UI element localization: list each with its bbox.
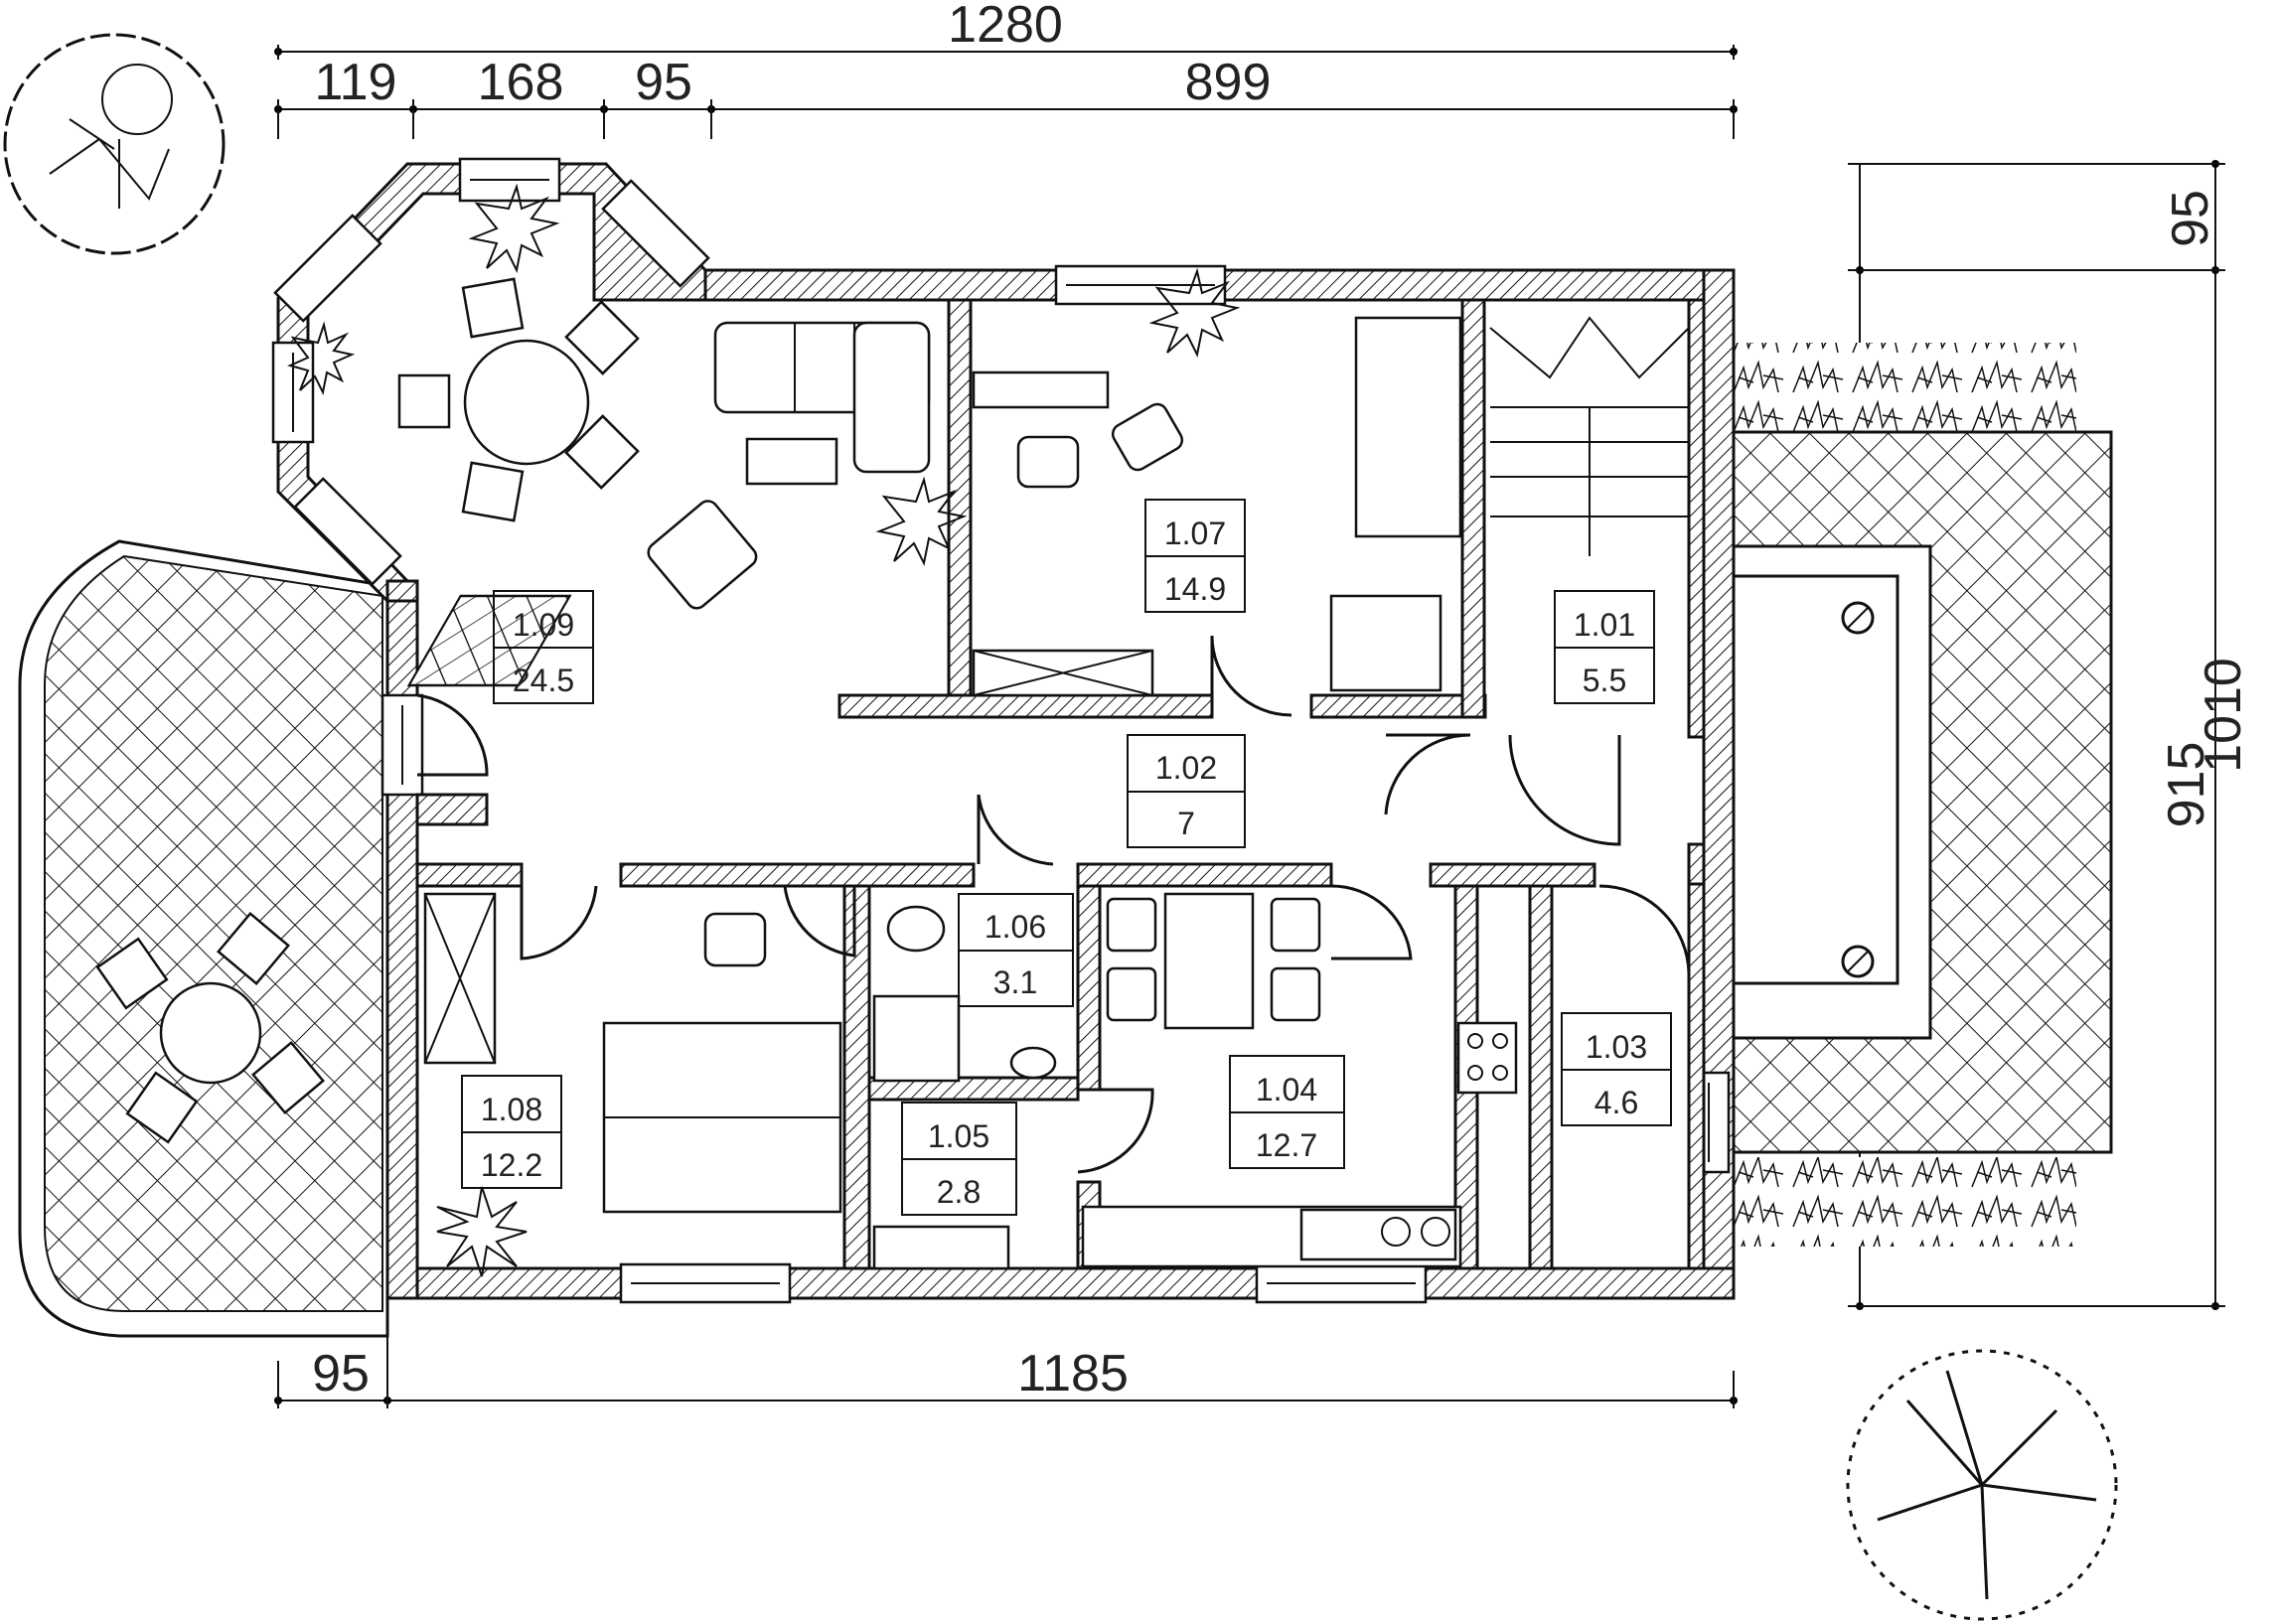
desk-counter [972, 370, 1110, 409]
bath-sink [1009, 1046, 1057, 1080]
right-garden-bottom [1734, 1157, 2076, 1247]
staircase [1489, 316, 1690, 556]
bed-107 [1354, 316, 1462, 538]
shower-tray [872, 994, 961, 1083]
toilet [886, 905, 946, 953]
room-101-id: 1.01 [1574, 607, 1635, 643]
dim-top-seg-1: 119 [315, 54, 397, 111]
dimension-top-segments: 119 168 95 899 [274, 54, 1738, 139]
room-108-area: 12.2 [481, 1147, 542, 1183]
room-102-id: 1.02 [1155, 750, 1217, 786]
dim-top-seg-4: 899 [1185, 54, 1272, 111]
room-109-area: 24.5 [513, 663, 574, 698]
room-103-area: 4.6 [1594, 1085, 1638, 1120]
room-106-id: 1.06 [985, 909, 1046, 945]
right-terrace-pool [1732, 544, 1932, 1040]
room-106-area: 3.1 [993, 964, 1037, 1000]
room-105-area: 2.8 [937, 1174, 981, 1210]
room-102-area: 7 [1177, 806, 1195, 841]
left-terrace-paving [44, 554, 383, 1312]
dim-right-total-label: 1010 [2195, 658, 2252, 773]
room-label-108: 1.08 12.2 [461, 1075, 562, 1189]
fireplace [406, 594, 572, 687]
room-109-id: 1.09 [513, 607, 574, 643]
room-103-id: 1.03 [1586, 1029, 1647, 1065]
dim-top-seg-2: 168 [478, 54, 564, 111]
interior-walls [415, 298, 1706, 1270]
room-label-102: 1.02 7 [1127, 734, 1246, 848]
room-label-103: 1.03 4.6 [1561, 1012, 1672, 1126]
room-label-105: 1.05 2.8 [901, 1102, 1017, 1216]
room-107-area: 14.9 [1164, 571, 1226, 607]
shrub-icon [3, 33, 226, 255]
potted-plant-icons [287, 183, 1241, 1277]
room-label-106: 1.06 3.1 [958, 893, 1074, 1007]
dining-table-set [397, 277, 640, 522]
tree-icon [1846, 1349, 2118, 1621]
dim-top-seg-3: 95 [635, 54, 692, 111]
room-107-id: 1.07 [1164, 516, 1226, 551]
room-108-id: 1.08 [481, 1092, 542, 1127]
dim-right-top-label: 95 [2162, 190, 2219, 247]
exterior-walls [276, 162, 1736, 1300]
coffee-table [745, 437, 838, 486]
dim-top-total-label: 1280 [948, 0, 1063, 54]
room-104-id: 1.04 [1256, 1072, 1317, 1107]
room-101-area: 5.5 [1583, 663, 1626, 698]
dim-right-inner-label: 915 [2158, 742, 2215, 828]
desk-chair-108 [703, 912, 767, 967]
dimension-bottom: 95 1185 [274, 1331, 1738, 1408]
terrace-table-set [95, 912, 325, 1144]
pool-drain-icons [1841, 601, 1875, 978]
armchair-living [647, 500, 758, 610]
dim-bottom-main-label: 1185 [1017, 1345, 1129, 1403]
right-garden-top [1734, 343, 2076, 432]
room-label-101: 1.01 5.5 [1554, 590, 1655, 704]
room-label-104: 1.04 12.7 [1229, 1055, 1345, 1169]
sofa-corner [713, 321, 931, 474]
room-label-109: 1.09 24.5 [493, 590, 594, 704]
windows [271, 157, 1731, 1304]
office-chairs-107 [1016, 402, 1184, 489]
doors [416, 635, 1691, 1174]
dim-bottom-left-label: 95 [312, 1345, 370, 1403]
kitchen-table-set [1106, 892, 1321, 1030]
cooktop [1456, 1021, 1518, 1095]
dimension-top-total: 1280 [274, 0, 1738, 60]
room-105-id: 1.05 [928, 1118, 989, 1154]
room-label-107: 1.07 14.9 [1144, 499, 1246, 613]
room-104-area: 12.7 [1256, 1127, 1317, 1163]
